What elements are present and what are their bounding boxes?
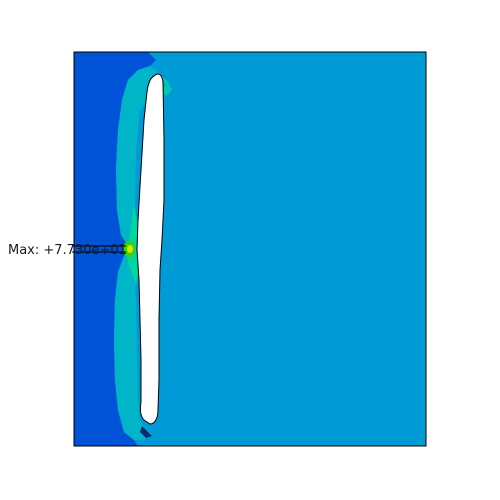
plate-outline xyxy=(73,51,427,447)
hotspot-yellow xyxy=(127,245,133,253)
contour-band-low xyxy=(74,52,156,446)
contour-band-mid xyxy=(116,66,166,246)
crack-void xyxy=(136,73,165,425)
contour-band-mid-lower xyxy=(114,254,152,440)
max-value-label: Max: +7.730e+01 xyxy=(8,243,127,258)
crack-bottom-notch xyxy=(140,426,152,438)
